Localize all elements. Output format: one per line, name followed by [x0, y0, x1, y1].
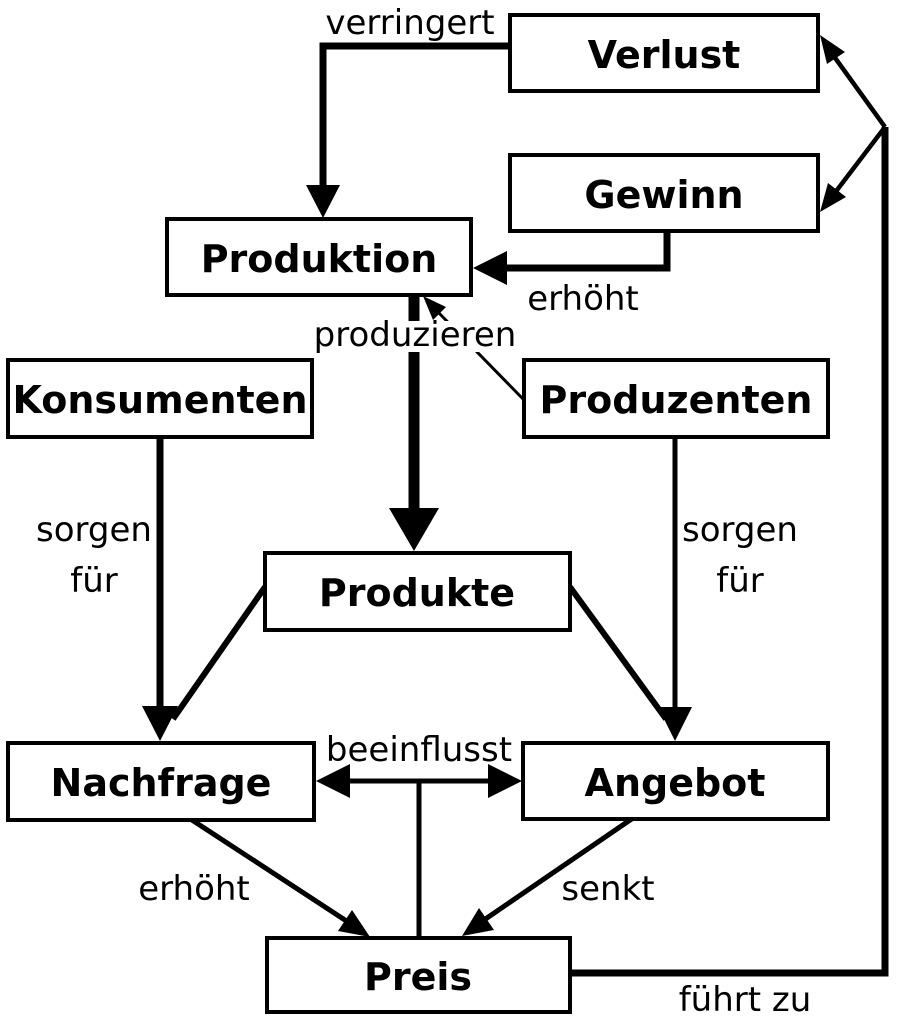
edge-label-produzieren: produzieren: [314, 315, 517, 355]
edge-produkte-angebot: [567, 585, 669, 721]
arrowhead-into-produktion-right: [473, 251, 507, 285]
edge-label-sorgen-links-zeile1: sorgen: [36, 510, 152, 550]
edge-produkte-nachfrage: [170, 585, 268, 721]
node-produzenten-label: Produzenten: [540, 378, 813, 422]
node-verlust-label: Verlust: [588, 33, 741, 77]
node-preis-box: [265, 936, 572, 1014]
arrowhead-into-gewinn-right: [820, 183, 846, 212]
node-nachfrage-box: [6, 741, 316, 822]
node-gewinn-label: Gewinn: [584, 173, 743, 217]
edge-label-bg-produzieren: [313, 321, 517, 352]
edge-preis-feedback: [570, 127, 889, 977]
edges: [142, 35, 889, 977]
edge-label-sorgen-rechts-zeile2: für: [716, 561, 764, 601]
arrowhead-into-preis-top-left: [338, 910, 370, 937]
arrowhead-into-produktion-top: [306, 185, 340, 218]
edge-gewinn-produktion: [502, 229, 671, 272]
edge-nachfrage-preis: [190, 817, 350, 925]
node-produktion-box: [165, 217, 473, 297]
edge-feedback-gewinn: [832, 125, 887, 196]
node-preis-label: Preis: [364, 955, 472, 999]
edge-label-sorgen-links-zeile2: für: [70, 561, 118, 601]
edge-angebot-preis: [482, 815, 635, 923]
arrowhead-into-angebot-left: [488, 764, 522, 798]
node-angebot-box: [521, 741, 830, 821]
edge-verlust-produktion: [319, 42, 510, 192]
edge-label-sorgen-rechts-zeile1: sorgen: [682, 510, 798, 550]
labels: Verlust Gewinn Produktion Konsumenten Pr…: [12, 3, 812, 1020]
arrowhead-into-produktion-bottom: [423, 296, 446, 320]
edge-feedback-verlust: [831, 53, 887, 129]
edge-label-fuehrt-zu: führt zu: [679, 980, 812, 1020]
node-produkte-label: Produkte: [319, 571, 515, 615]
edge-label-verringert: verringert: [325, 3, 494, 43]
node-konsumenten-label: Konsumenten: [12, 378, 307, 422]
node-angebot-label: Angebot: [585, 761, 766, 805]
node-gewinn-box: [508, 153, 820, 233]
edge-label-erhoeht-gewinn: erhöht: [527, 279, 639, 319]
node-nachfrage-label: Nachfrage: [51, 761, 272, 805]
arrowhead-into-preis-top-right: [462, 908, 494, 936]
edge-label-erhoeht-nachfrage: erhöht: [138, 869, 250, 909]
node-produkte-box: [263, 551, 572, 632]
edge-label-senkt: senkt: [561, 869, 654, 909]
arrowhead-into-nachfrage-right: [316, 764, 350, 798]
arrowhead-into-verlust-right: [820, 35, 845, 64]
arrowhead-into-nachfrage-top: [142, 706, 178, 741]
edge-label-beeinflusst: beeinflusst: [326, 730, 512, 770]
node-konsumenten-box: [6, 358, 314, 439]
node-produktion-label: Produktion: [201, 237, 438, 281]
arrowhead-into-produkte-top: [389, 508, 439, 551]
node-produzenten-box: [522, 358, 830, 439]
nodes: [6, 13, 830, 1014]
node-verlust-box: [508, 13, 820, 93]
